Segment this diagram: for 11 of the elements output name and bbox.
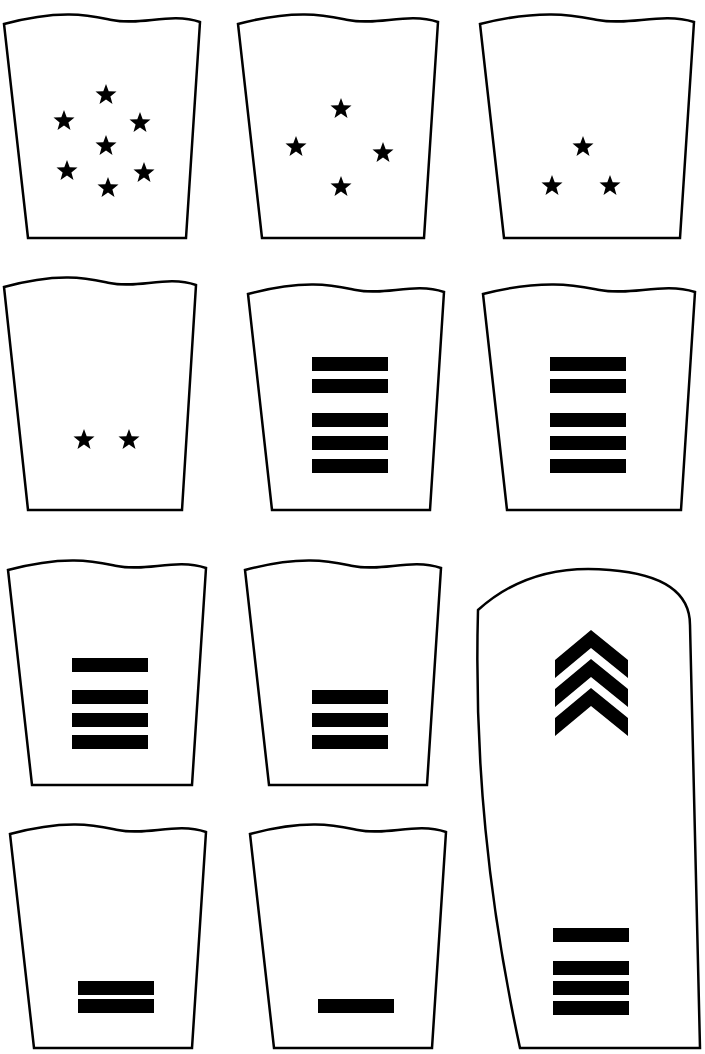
insignia-drawing [8, 823, 208, 1050]
insignia-drawing [476, 567, 702, 1050]
insignia-drawing [6, 559, 208, 787]
insignia-drawing [243, 559, 443, 787]
insignia-drawing [2, 13, 202, 240]
insignia-drawing [236, 13, 440, 240]
insignia-drawing [2, 276, 198, 512]
insignia-drawing [478, 13, 696, 240]
insignia-drawing [248, 823, 448, 1050]
insignia-drawing [246, 283, 446, 512]
insignia-drawing [481, 283, 697, 512]
